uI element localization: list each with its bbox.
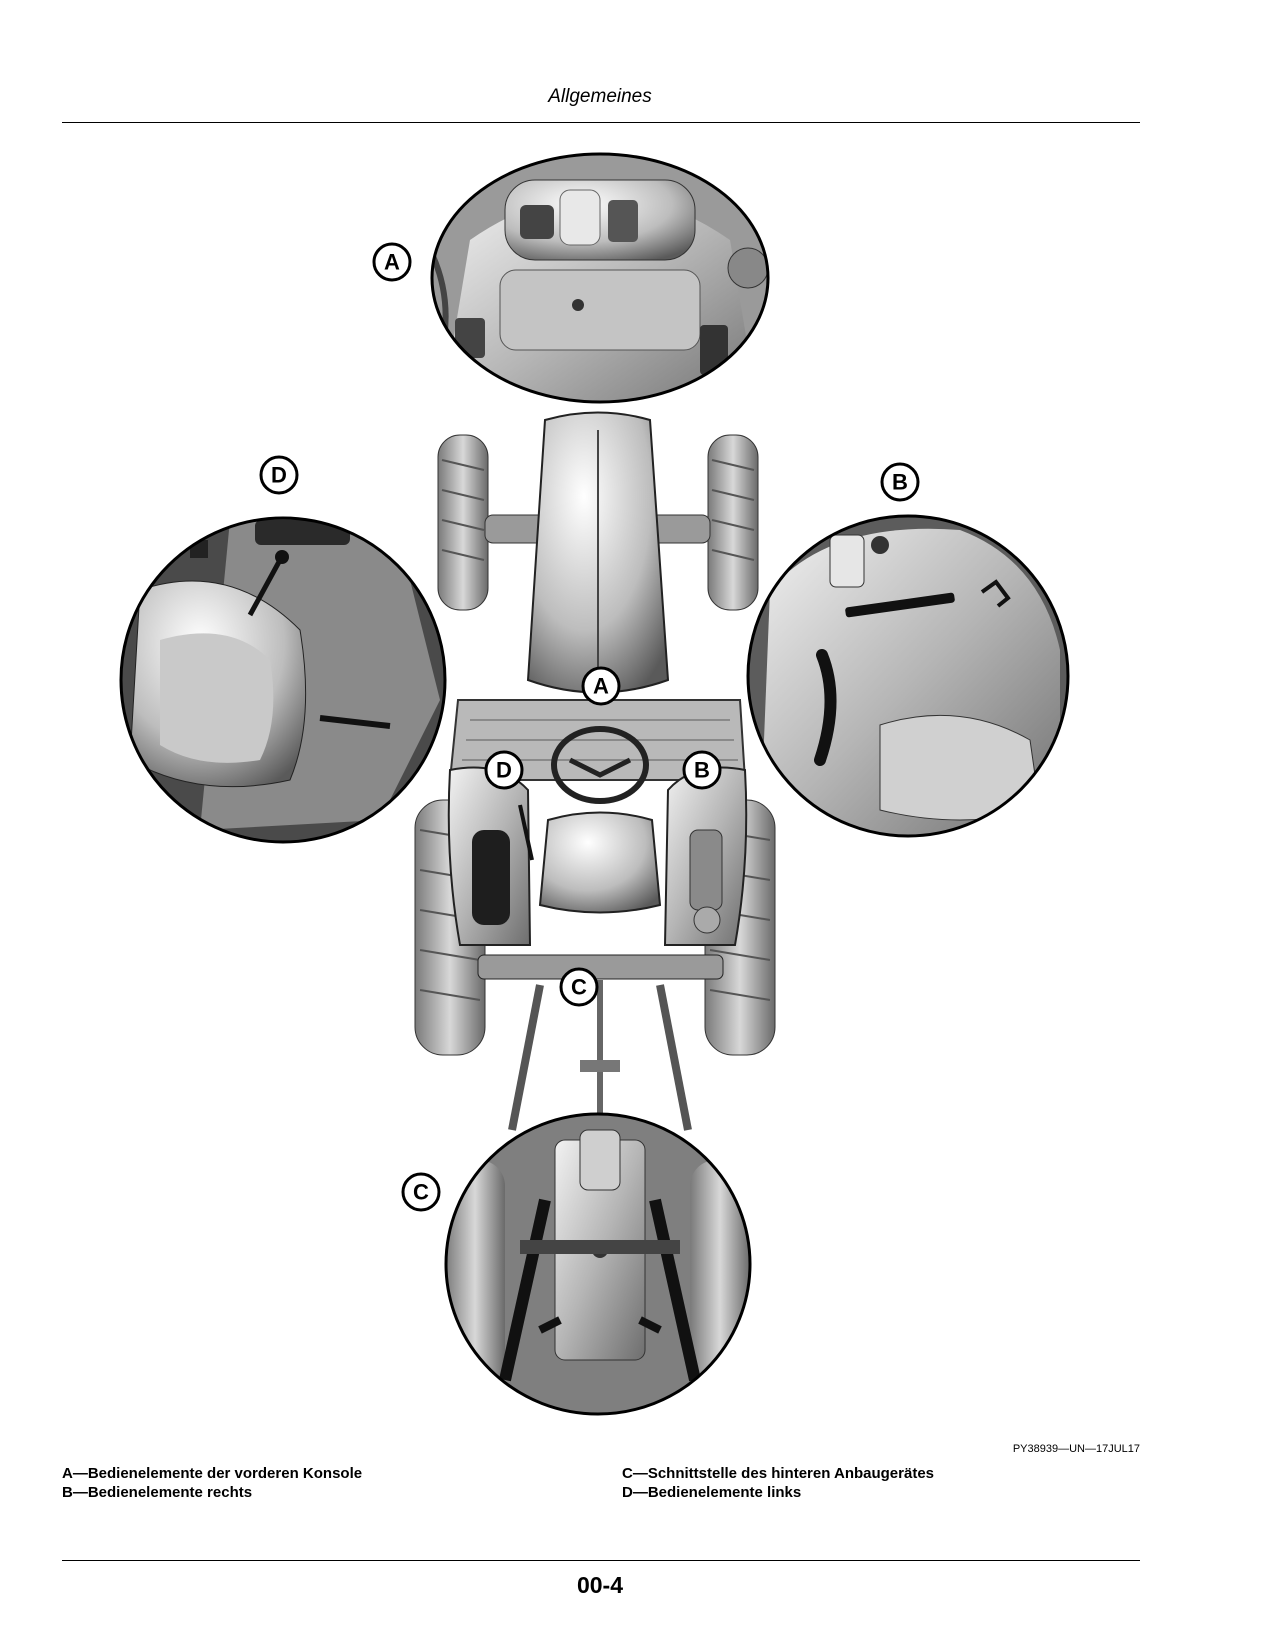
legend-item-c: C—Schnittstelle des hinteren Anbaugeräte… [622, 1465, 935, 1482]
tractor-controls-figure: A A B B D D C C [0, 150, 1275, 1430]
figure-id: PY38939—UN—17JUL17 [1012, 1443, 1140, 1455]
svg-text:B: B [892, 470, 908, 495]
callout-b-tractor: B [682, 750, 722, 790]
callout-b-detail: B [880, 462, 920, 502]
figure-legend-right: C—Schnittstelle des hinteren Anbaugeräte… [622, 1464, 934, 1502]
legend-item-b: B—Bedienelemente rechts [62, 1484, 253, 1501]
legend-item-a: A—Bedienelemente der vorderen Konsole [62, 1465, 363, 1482]
callout-c-detail: C [401, 1172, 441, 1212]
footer-divider [62, 1560, 1140, 1561]
callout-a-detail: A [372, 242, 412, 282]
page-header-title: Allgemeines [548, 86, 652, 107]
legend-item-d: D—Bedienelemente links [622, 1484, 802, 1501]
detail-left-controls [119, 516, 447, 844]
svg-text:A: A [593, 674, 609, 699]
tractor-illustration: A A B B D D C C [119, 152, 1070, 1416]
callout-d-tractor: D [484, 750, 524, 790]
svg-text:D: D [271, 463, 287, 488]
callout-d-detail: D [259, 455, 299, 495]
page-number: 00-4 [576, 1572, 624, 1598]
detail-right-controls [746, 514, 1070, 838]
detail-rear-implement-interface [444, 1112, 752, 1416]
svg-text:B: B [694, 758, 710, 783]
callout-a-tractor: A [581, 666, 621, 706]
callout-c-tractor: C [559, 967, 599, 1007]
detail-front-console [430, 152, 770, 404]
svg-text:A: A [384, 250, 400, 275]
svg-text:C: C [571, 975, 587, 1000]
svg-text:C: C [413, 1180, 429, 1205]
tractor-top-view [414, 411, 776, 1131]
header-divider [62, 122, 1140, 123]
svg-text:D: D [496, 758, 512, 783]
figure-legend-left: A—Bedienelemente der vorderen Konsole B—… [62, 1464, 362, 1502]
